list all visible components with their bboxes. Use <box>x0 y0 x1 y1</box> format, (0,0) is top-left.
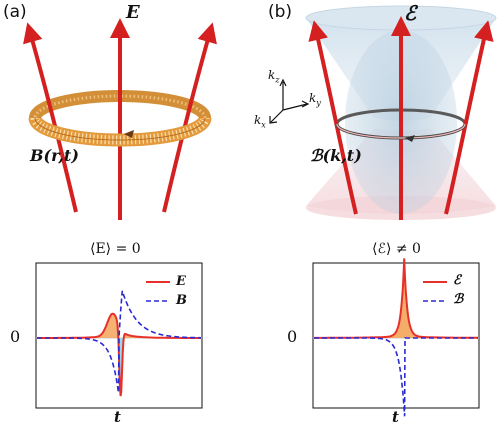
plot-b-zero-label: 0 <box>287 327 298 346</box>
e-field-label-a: E <box>126 2 140 23</box>
legend-b-label-a: B <box>176 293 187 308</box>
panel-a-tag: (a) <box>3 2 27 22</box>
e-field-label-b: ℰ <box>404 1 417 25</box>
plot-a-frame <box>35 262 203 409</box>
plot-a-x-label: t <box>114 408 121 426</box>
legend-e-label-a: E <box>176 274 186 289</box>
e-field-arrow-left-b <box>308 20 358 215</box>
plot-a-zero-label: 0 <box>10 327 21 346</box>
ring-direction-arrow <box>405 135 415 142</box>
legend-b-label-b: ℬ <box>453 292 464 307</box>
e-field-arrow-right-b <box>444 20 494 215</box>
plot-b-frame <box>312 262 480 409</box>
panel-a-diagram <box>23 18 217 220</box>
legend-e-label-b: ℰ <box>453 273 461 288</box>
ky-axis-label: ky <box>309 91 321 108</box>
plot-a-b-series <box>37 290 201 393</box>
plot-b-title: ⟨ℰ⟩ ≠ 0 <box>372 241 421 257</box>
plot-b-x-label: t <box>392 408 399 426</box>
kz-axis-label: kz <box>268 68 280 85</box>
k-axes <box>269 78 310 124</box>
kx-axis-label: kx <box>254 113 266 130</box>
panel-b-tag: (b) <box>268 2 293 22</box>
plot-b <box>312 258 480 417</box>
b-field-label-b: ℬ(k,t) <box>310 146 362 165</box>
torus-current-arrow <box>124 130 134 138</box>
plot-b-b-series <box>314 337 478 417</box>
plot-a <box>35 262 203 409</box>
plot-a-title: ⟨E⟩ = 0 <box>90 241 141 257</box>
panel-b-diagram <box>269 5 497 220</box>
b-field-label-a: B(r,t) <box>30 146 79 165</box>
